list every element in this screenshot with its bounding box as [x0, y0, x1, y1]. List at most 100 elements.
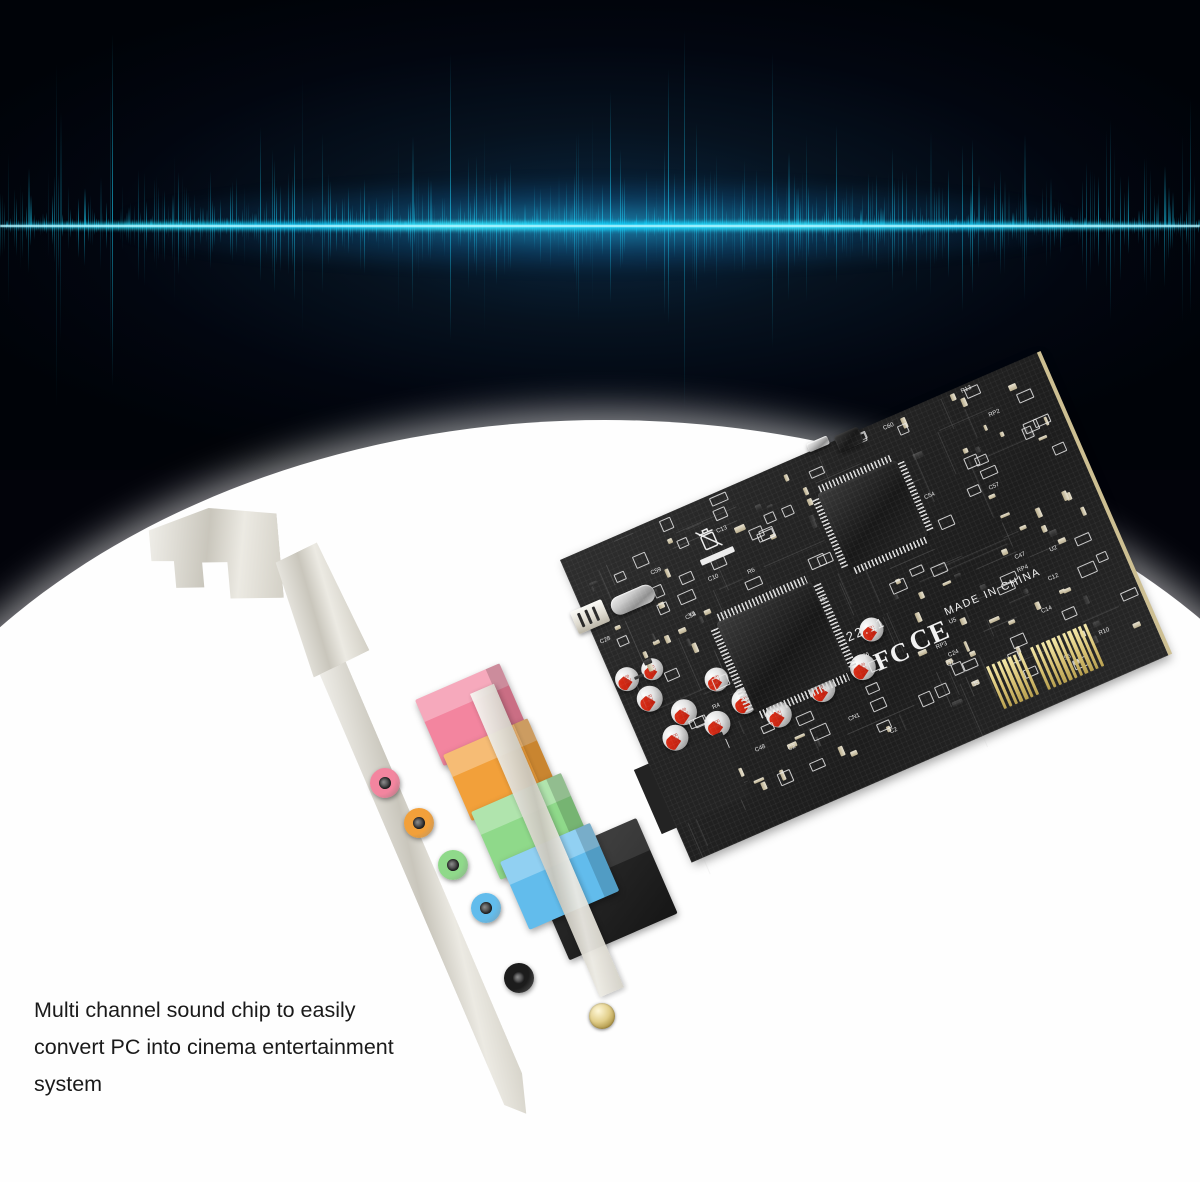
waveform-spike [1096, 226, 1097, 239]
waveform-spike [412, 136, 414, 226]
waveform-spike [1002, 226, 1003, 251]
waveform-spike [1110, 119, 1111, 226]
smd-component [1000, 548, 1009, 556]
waveform-spike [112, 226, 113, 388]
pcb-bracket-tab [633, 731, 750, 835]
waveform-spike [46, 226, 47, 234]
waveform-spike [692, 171, 693, 226]
smd-component [1092, 620, 1102, 629]
waveform-spike [190, 205, 191, 226]
waveform-spike [974, 226, 975, 240]
waveform-spike [184, 185, 185, 226]
waveform-spike [1044, 226, 1045, 237]
silkscreen-label: R4 [711, 702, 722, 712]
waveform-spike [60, 226, 61, 344]
waveform-spike [106, 226, 107, 250]
waveform-spike [834, 226, 835, 247]
solder-pad [687, 714, 707, 730]
pcb-trace [964, 608, 971, 623]
waveform-spike [134, 204, 135, 226]
waveform-spike [500, 226, 501, 252]
waveform-spike [550, 184, 551, 226]
waveform-spike [1156, 226, 1157, 245]
waveform-spike [1120, 226, 1121, 282]
waveform-spike [752, 226, 753, 251]
waveform-spike [620, 226, 621, 270]
waveform-spike [264, 206, 265, 226]
waveform-spike [1160, 219, 1161, 226]
waveform-spike [1184, 219, 1185, 226]
pcie-gold-fingers-short[interactable] [986, 651, 1040, 710]
line-out-jack[interactable] [433, 845, 473, 885]
waveform-spike [778, 195, 779, 226]
waveform-spike [274, 158, 275, 226]
waveform-spike [888, 226, 889, 276]
waveform-spike [428, 176, 429, 226]
waveform-spike [670, 208, 672, 226]
pcie-gold-fingers-long[interactable] [1030, 623, 1105, 691]
waveform-spike [408, 202, 409, 226]
waveform-spike [202, 226, 203, 238]
waveform-spike [848, 226, 849, 239]
waveform-spike [414, 201, 415, 226]
waveform-spike [912, 226, 913, 245]
waveform-spike [152, 214, 153, 226]
waveform-spike [826, 226, 827, 258]
pcb-trace [818, 456, 839, 502]
waveform-spike [1102, 226, 1103, 233]
solder-pad [687, 754, 705, 770]
waveform-spike [82, 226, 83, 232]
waveform-spike [624, 176, 625, 226]
waveform-spike [320, 226, 321, 239]
waveform-spike [710, 226, 711, 260]
waveform-spike [224, 217, 225, 226]
waveform-spike [186, 226, 187, 266]
waveform-spike [444, 226, 445, 257]
waveform-spike [966, 226, 967, 233]
waveform-spike [34, 213, 35, 226]
solder-pad [1095, 550, 1110, 564]
pcb-trace [858, 554, 881, 604]
waveform-spike [920, 226, 921, 241]
waveform-spike [932, 226, 933, 249]
waveform-spike [70, 226, 71, 238]
gold-finger [1045, 639, 1068, 684]
waveform-spike [10, 218, 11, 226]
waveform-spike [860, 226, 861, 242]
smd-component [663, 634, 672, 644]
waveform-spike [850, 191, 852, 226]
waveform-spike [798, 226, 799, 259]
solder-pad [616, 634, 630, 648]
waveform-spike [706, 226, 707, 263]
waveform-spike [510, 161, 511, 226]
waveform-spike [610, 90, 611, 226]
smd-component [953, 572, 962, 579]
waveform-spike [174, 154, 175, 226]
waveform-spike [64, 219, 65, 226]
waveform-spike [946, 215, 947, 226]
waveform-spike [252, 226, 253, 234]
waveform-spike [322, 133, 323, 226]
bracket-top-tab [136, 502, 284, 610]
waveform-spike [1040, 226, 1041, 233]
waveform-spike [352, 226, 353, 246]
waveform-spike [250, 226, 251, 233]
waveform-spike [934, 187, 935, 226]
waveform-spike [1186, 209, 1187, 226]
waveform-spike [558, 174, 560, 226]
smd-component [1073, 659, 1081, 666]
waveform-spike [490, 226, 491, 261]
waveform-spike [398, 226, 399, 320]
solder-pad [1015, 388, 1035, 404]
waveform-spike [610, 226, 611, 304]
waveform-spike [144, 226, 145, 287]
waveform-spike [470, 226, 471, 243]
waveform-spike [356, 210, 357, 226]
waveform-spike [1186, 226, 1187, 245]
waveform-spike [1012, 212, 1014, 226]
waveform-spike [0, 193, 1, 226]
waveform-spike [292, 176, 293, 226]
line-in-jack[interactable] [466, 888, 506, 928]
waveform-spike [704, 226, 705, 274]
